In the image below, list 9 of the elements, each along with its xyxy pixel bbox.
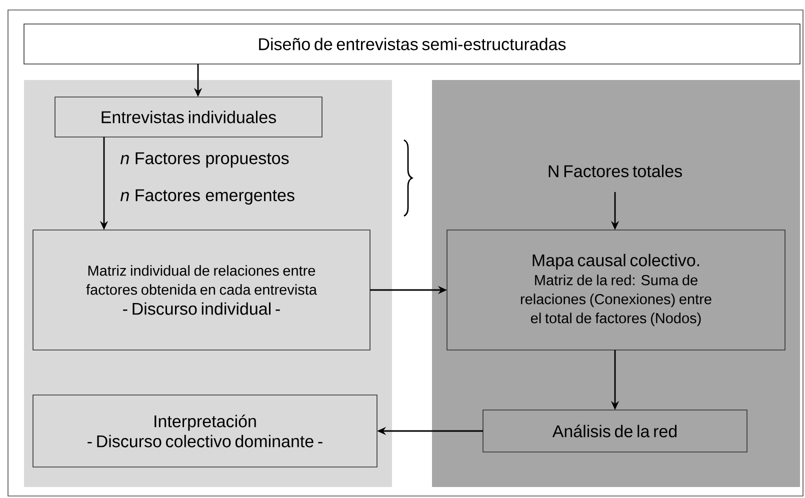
process-box: Entrevistas individuales (54, 96, 322, 138)
factor-label: n Factores propuestos (120, 152, 289, 168)
process-box: Matriz individual de relaciones entre factores obtenida en cada entrevista - Discurso individual - (32, 230, 370, 350)
process-box: Interpretación - Discurso colectivo dominante - (32, 394, 378, 468)
process-box: Mapa causal colectivo. Matriz de la red: Suma de relaciones (Conexiones) entre el total de factores (Nodos) (446, 230, 786, 350)
factor-label: n Factores emergentes (120, 189, 294, 205)
process-box: Análisis de la red (482, 410, 748, 452)
title-box: Diseño de entrevistas semi-estructuradas (24, 24, 800, 64)
node-text: N Factores totales (548, 164, 682, 178)
